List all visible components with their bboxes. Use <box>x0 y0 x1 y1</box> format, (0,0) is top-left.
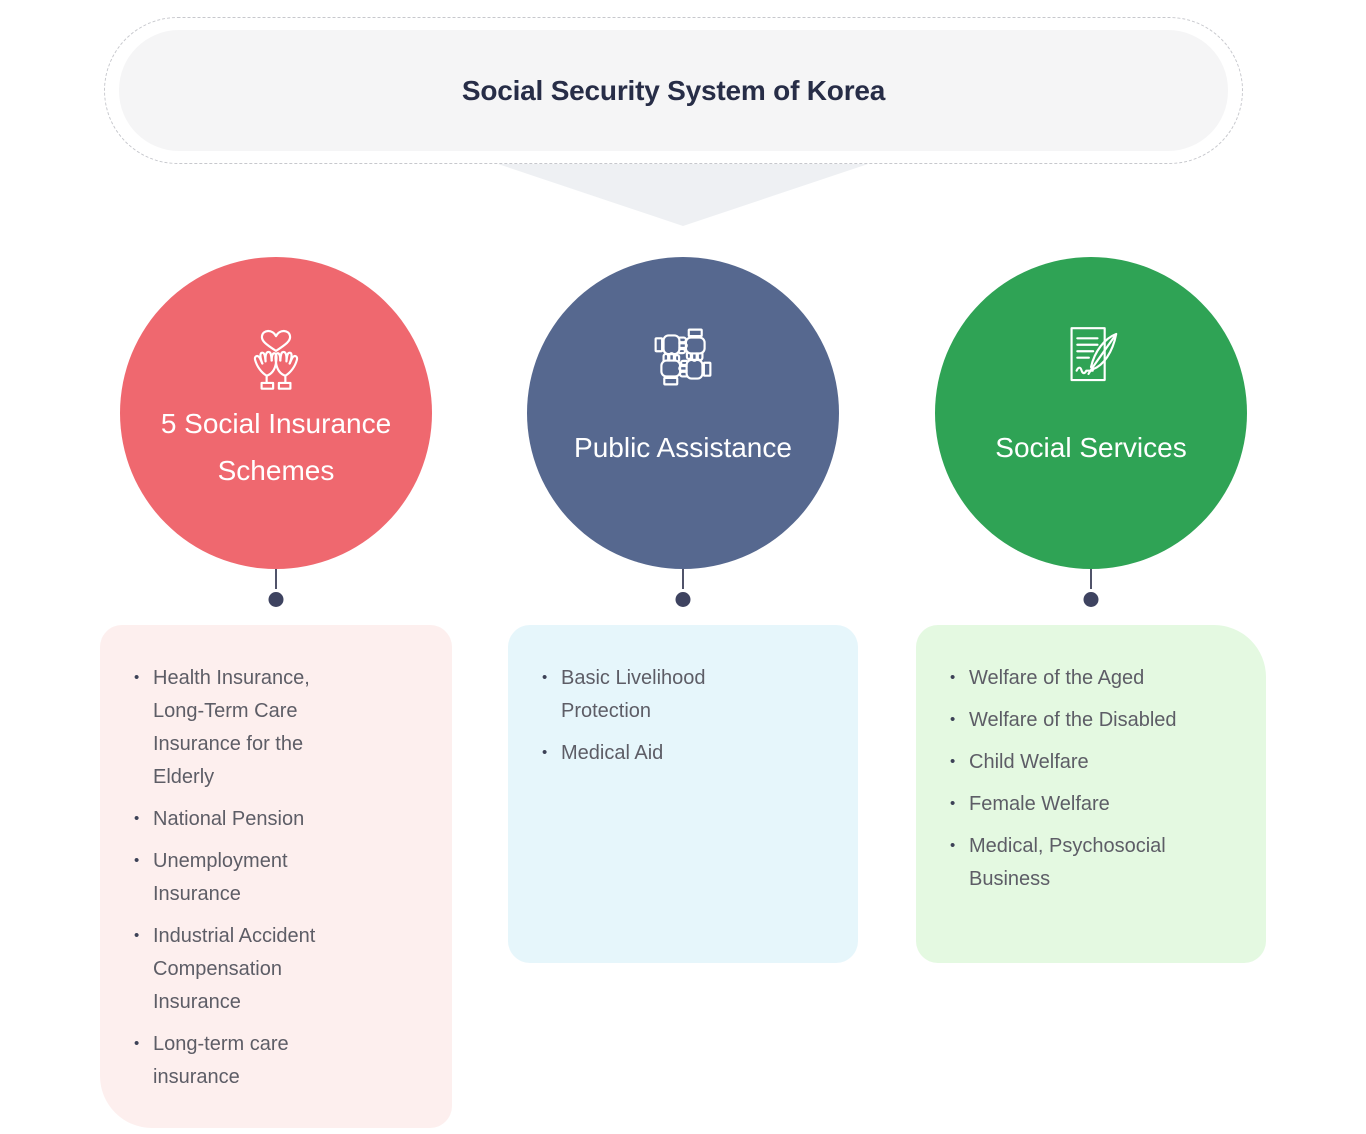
panel-public-assistance: Basic Livelihood Protection Medical Aid <box>508 625 858 963</box>
hands-holding-heart-icon <box>235 321 317 393</box>
category-label-line: Social Services <box>995 431 1187 463</box>
title-banner-dashed-border: Social Security System of Korea <box>104 17 1243 164</box>
list-item-text: Welfare of the Disabled <box>969 709 1177 731</box>
list-item: Basic Livelihood Protection <box>542 662 838 728</box>
item-list: Welfare of the Aged Welfare of the Disab… <box>950 662 1246 896</box>
list-item: Unemployment Insurance <box>134 845 432 911</box>
connector-dot <box>1083 592 1099 607</box>
document-quill-icon <box>1058 321 1124 393</box>
list-item: Medical Aid <box>542 737 838 770</box>
list-item: Welfare of the Aged <box>950 662 1246 695</box>
page-title: Social Security System of Korea <box>461 74 886 106</box>
list-item-text: Basic Livelihood Protection <box>561 667 706 722</box>
joined-hands-icon <box>646 321 720 393</box>
category-label-line: 5 Social Insurance <box>160 408 392 439</box>
list-item: Health Insurance, Long-Term Care Insuran… <box>134 662 432 794</box>
list-item-text: Industrial Accident Compensation Insuran… <box>153 925 316 1013</box>
category-label: Social Services <box>995 399 1186 495</box>
connector <box>100 569 452 625</box>
list-item: Welfare of the Disabled <box>950 704 1246 737</box>
list-item: National Pension <box>134 803 432 836</box>
category-label: Public Assistance <box>574 399 792 495</box>
list-item: Industrial Accident Compensation Insuran… <box>134 920 432 1019</box>
list-item-text: Health Insurance, Long-Term Care Insuran… <box>153 667 310 788</box>
list-item-text: Long-term care insurance <box>153 1033 289 1088</box>
connector <box>508 569 858 625</box>
list-item-text: Unemployment Insurance <box>153 850 288 905</box>
list-item-text: Female Welfare <box>969 793 1110 815</box>
panel-social-insurance: Health Insurance, Long-Term Care Insuran… <box>100 625 452 1128</box>
column-public-assistance: Public Assistance Basic Livelihood Prote… <box>508 257 858 963</box>
connector-dot <box>675 592 691 607</box>
list-item: Medical, Psychosocial Business <box>950 830 1246 896</box>
list-item: Child Welfare <box>950 746 1246 779</box>
item-list: Basic Livelihood Protection Medical Aid <box>542 662 838 770</box>
category-circle-public-assistance: Public Assistance <box>527 257 839 569</box>
connector-line <box>275 569 277 589</box>
connector <box>916 569 1266 625</box>
category-label-line: Schemes <box>217 455 335 486</box>
list-item-text: Welfare of the Aged <box>969 667 1145 689</box>
connector-dot <box>268 592 284 607</box>
list-item: Female Welfare <box>950 788 1246 821</box>
list-item-text: Medical, Psychosocial Business <box>969 835 1166 890</box>
list-item-text: Medical Aid <box>561 742 664 764</box>
panel-social-services: Welfare of the Aged Welfare of the Disab… <box>916 625 1266 963</box>
title-banner: Social Security System of Korea <box>119 30 1228 151</box>
list-item: Long-term care insurance <box>134 1028 432 1094</box>
category-label-line: Public Assistance <box>574 431 792 463</box>
category-circle-social-services: Social Services <box>935 257 1247 569</box>
item-list: Health Insurance, Long-Term Care Insuran… <box>134 662 432 1094</box>
connector-line <box>682 569 684 589</box>
down-arrow <box>498 164 868 226</box>
column-social-services: Social Services Welfare of the Aged Welf… <box>916 257 1266 963</box>
connector-line <box>1090 569 1092 589</box>
list-item-text: Child Welfare <box>969 751 1089 773</box>
list-item-text: National Pension <box>153 808 305 830</box>
